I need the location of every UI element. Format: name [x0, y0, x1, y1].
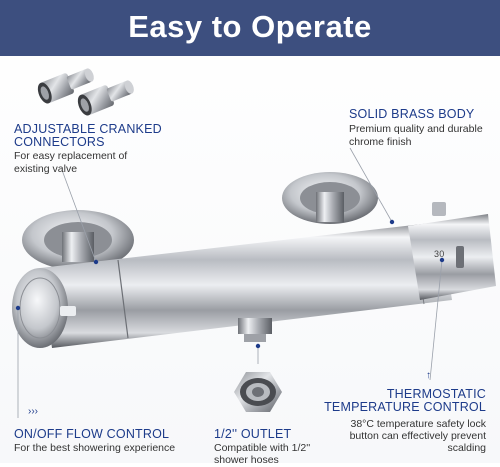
- title-banner: Easy to Operate: [0, 0, 500, 56]
- outlet-desc-line1: Compatible with 1/2'': [214, 442, 311, 454]
- dial-mark: 30: [434, 249, 445, 259]
- connectors-desc-line2: existing valve: [14, 163, 78, 175]
- outlet-fitting: [238, 318, 272, 342]
- thermo-desc-line3: scalding: [447, 442, 486, 454]
- thermo-title-line2: TEMPERATURE CONTROL: [324, 400, 486, 414]
- right-wall-flange: [282, 172, 378, 224]
- thermo-title-line1: THERMOSTATIC: [386, 387, 486, 401]
- svg-text:↑: ↑: [426, 370, 431, 381]
- thermo-desc-line1: 38°C temperature safety lock: [350, 418, 486, 430]
- body-desc-line2: chrome finish: [349, 136, 412, 148]
- flow-desc: For the best showering experience: [14, 442, 176, 454]
- body-title: SOLID BRASS BODY: [349, 107, 475, 121]
- flow-title: ON/OFF FLOW CONTROL: [14, 427, 170, 441]
- banner-title: Easy to Operate: [128, 9, 372, 44]
- svg-text:›››: ›››: [28, 406, 38, 417]
- valve-body: [40, 202, 496, 348]
- left-wall-flange: [22, 210, 134, 270]
- cranked-connectors-image: [37, 68, 134, 116]
- outlet-desc-line2: shower hoses: [214, 454, 279, 466]
- outlet-nut-image: [234, 372, 282, 412]
- connectors-title-line2: CONNECTORS: [14, 135, 105, 149]
- connectors-desc-line1: For easy replacement of: [14, 150, 128, 162]
- thermo-desc-line2: button can effectively prevent: [349, 430, 486, 442]
- outlet-title: 1/2'' OUTLET: [214, 427, 292, 441]
- body-desc-line1: Premium quality and durable: [349, 123, 483, 135]
- connectors-title-line1: ADJUSTABLE CRANKED: [14, 122, 162, 136]
